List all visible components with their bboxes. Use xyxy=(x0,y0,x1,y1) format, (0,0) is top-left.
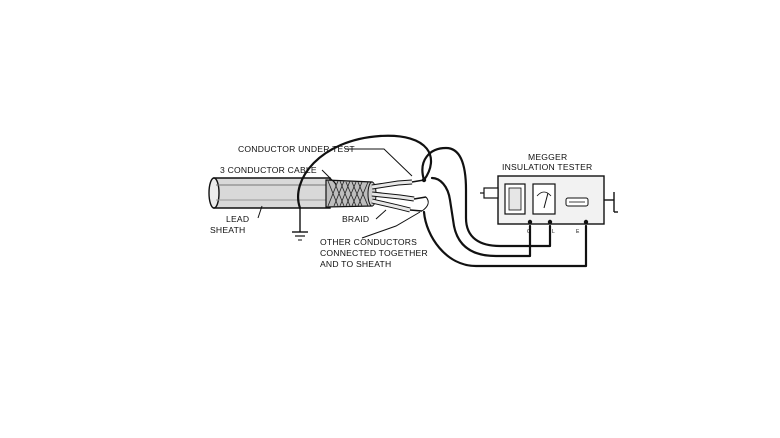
annotation-labels: CONDUCTOR UNDER TEST 3 CONDUCTOR CABLE L… xyxy=(210,144,428,269)
sheath-lead-loop xyxy=(297,134,433,210)
line-lead xyxy=(421,146,552,248)
tester-title-line2: INSULATION TESTER xyxy=(502,162,592,172)
ground-symbol xyxy=(292,208,308,241)
leader-lead-sheath xyxy=(257,205,263,219)
label-three-conductor-cable: 3 CONDUCTOR CABLE xyxy=(220,165,317,175)
guard-lead xyxy=(430,176,532,258)
crank-handle xyxy=(604,192,618,213)
leader-conductor-under-test xyxy=(345,148,413,177)
label-lead-line2: SHEATH xyxy=(210,225,245,235)
label-other-conductors-line2: CONNECTED TOGETHER xyxy=(320,248,428,258)
braid-section xyxy=(325,179,377,208)
megger-tester: G L E MEGGER INSULATION TESTER xyxy=(480,152,618,235)
lead-sheath xyxy=(213,177,331,209)
tester-meter-window xyxy=(532,183,556,215)
terminal-l-post xyxy=(547,219,553,225)
terminal-l-label: L xyxy=(552,229,555,235)
cable-end-cap xyxy=(208,177,220,209)
label-other-conductors-line3: AND TO SHEATH xyxy=(320,259,391,269)
jumper-wire xyxy=(421,196,429,212)
label-braid: BRAID xyxy=(342,214,369,224)
insulated-conductors xyxy=(371,177,427,213)
tester-left-knob xyxy=(483,187,499,199)
test-leads xyxy=(297,134,588,268)
label-lead-line1: LEAD xyxy=(226,214,249,224)
earth-lead xyxy=(422,210,588,268)
label-other-conductors-line1: OTHER CONDUCTORS xyxy=(320,237,417,247)
terminal-g-label: G xyxy=(527,229,531,235)
leader-other-conductors xyxy=(361,211,421,239)
terminal-e-post xyxy=(583,219,589,225)
leader-braid xyxy=(375,209,387,220)
terminal-g-post xyxy=(527,219,533,225)
terminal-e-label: E xyxy=(576,229,580,235)
tester-title-line1: MEGGER xyxy=(528,152,567,162)
three-conductor-cable xyxy=(208,177,429,213)
leader-three-conductor-cable xyxy=(321,169,337,185)
label-conductor-under-test: CONDUCTOR UNDER TEST xyxy=(238,144,355,154)
